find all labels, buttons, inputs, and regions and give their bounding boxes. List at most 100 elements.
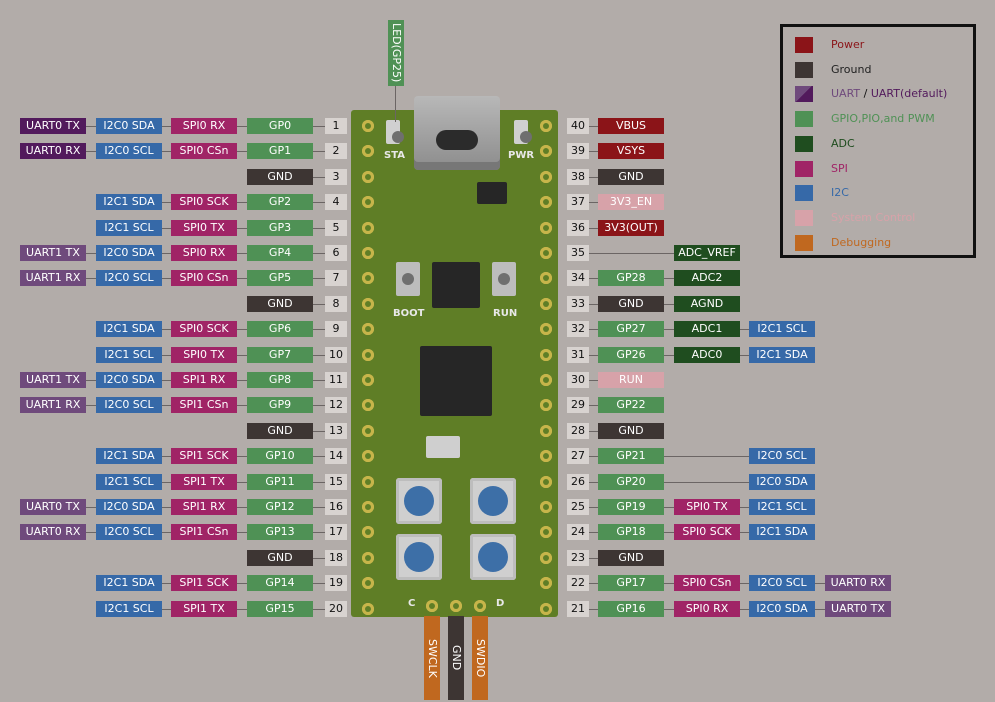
pin-label-i2c1-sda: I2C1 SDA (96, 575, 162, 592)
legend-swatch (795, 160, 813, 177)
pin-number: 34 (567, 270, 589, 287)
pin-number: 16 (325, 499, 347, 515)
pin-pad (540, 120, 552, 132)
pin-number: 1 (325, 118, 347, 134)
pin-label-spi0-rx: SPI0 RX (171, 118, 237, 134)
pin-number: 36 (567, 219, 589, 236)
pin-label-gp12: GP12 (247, 499, 313, 515)
pin-label-gp8: GP8 (247, 372, 313, 388)
pin-label-gnd: GND (598, 295, 664, 312)
legend-separator: / (860, 87, 871, 101)
pin-label-uart0-rx: UART0 RX (20, 143, 86, 160)
pin-pad (540, 170, 552, 183)
silk-c: C (408, 598, 416, 609)
pin-number: 11 (325, 372, 347, 388)
legend-label: Ground (831, 63, 871, 76)
pin-number: 32 (567, 321, 589, 338)
legend-item: Power (795, 37, 965, 53)
pin-label-spi0-rx: SPI0 RX (171, 245, 237, 261)
pin-number: 33 (567, 295, 589, 312)
pin-label-spi1-rx: SPI1 RX (171, 499, 237, 515)
pin-pad (362, 272, 374, 285)
pin-number: 35 (567, 245, 589, 261)
pin-number: 40 (567, 118, 589, 134)
flash-chip (432, 262, 480, 308)
pin-label-i2c0-scl: I2C0 SCL (96, 143, 162, 160)
pin-label-i2c1-sda: I2C1 SDA (96, 321, 162, 338)
run-button[interactable] (492, 262, 516, 296)
sta-led (386, 120, 404, 144)
pin-label-i2c1-scl: I2C1 SCL (96, 346, 162, 363)
pin-number: 18 (325, 549, 347, 566)
pin-label-spi0-tx: SPI0 TX (171, 219, 237, 236)
pin-label-gp20: GP20 (598, 473, 664, 490)
pin-pad (540, 348, 552, 361)
pin-label-i2c0-sda: I2C0 SDA (96, 372, 162, 388)
pin-label-i2c1-scl: I2C1 SCL (96, 473, 162, 490)
pin-label-i2c0-sda: I2C0 SDA (96, 245, 162, 261)
pin-pad (540, 247, 552, 259)
pin-label-spi0-sck: SPI0 SCK (171, 321, 237, 338)
tactile-button-3[interactable] (396, 534, 442, 580)
pin-label-gp27: GP27 (598, 321, 664, 338)
pin-label-gp3: GP3 (247, 219, 313, 236)
pin-label-i2c1-scl: I2C1 SCL (749, 321, 815, 338)
pin-number: 37 (567, 194, 589, 211)
pin-label-spi1-rx: SPI1 RX (171, 372, 237, 388)
pin-label-uart0-rx: UART0 RX (20, 524, 86, 541)
pin-number: 8 (325, 295, 347, 312)
pin-pad (362, 424, 374, 437)
pin-number: 28 (567, 422, 589, 439)
pin-number: 20 (325, 600, 347, 617)
pin-number: 22 (567, 575, 589, 592)
pin-pad (540, 196, 552, 209)
pin-label-spi1-sck: SPI1 SCK (171, 448, 237, 465)
legend-item: ADC (795, 135, 965, 152)
legend-label-text: GPIO,PIO,and PWM (831, 112, 935, 126)
pin-label-gp9: GP9 (247, 397, 313, 414)
pin-label-spi0-csn: SPI0 CSn (171, 143, 237, 160)
tactile-button-4[interactable] (470, 534, 516, 580)
pin-label-i2c1-sda: I2C1 SDA (749, 524, 815, 541)
button-cap (404, 542, 434, 572)
pin-label-spi0-rx: SPI0 RX (674, 600, 740, 617)
pin-label-i2c1-scl: I2C1 SCL (96, 219, 162, 236)
pin-label-spi1-tx: SPI1 TX (171, 600, 237, 617)
pin-label-gp0: GP0 (247, 118, 313, 134)
pin-label-spi0-csn: SPI0 CSn (171, 270, 237, 287)
pin-pad (362, 399, 374, 412)
boot-button[interactable] (396, 262, 420, 296)
led-label: LED(GP25) (388, 20, 404, 86)
pin-number: 26 (567, 473, 589, 490)
pin-label-i2c1-scl: I2C1 SCL (749, 499, 815, 515)
pin-number: 31 (567, 346, 589, 363)
pin-label-i2c0-scl: I2C0 SCL (749, 448, 815, 465)
pin-pad (362, 196, 374, 209)
button-cap (478, 542, 508, 572)
pin-number: 27 (567, 448, 589, 465)
legend-item: UART / UART(default) (795, 86, 965, 103)
pin-pad (540, 399, 552, 412)
pin-pad (362, 475, 374, 488)
legend-swatch (795, 61, 813, 78)
pin-label-uart0-rx: UART0 RX (825, 575, 891, 592)
silk-boot: BOOT (393, 308, 425, 319)
legend-swatch (795, 234, 813, 251)
pin-label-gnd: GND (247, 422, 313, 439)
pin-label-gp6: GP6 (247, 321, 313, 338)
pin-label-gnd: GND (247, 295, 313, 312)
pin-label-i2c1-sda: I2C1 SDA (749, 346, 815, 363)
button-cap (478, 486, 508, 516)
pin-pad (540, 501, 552, 513)
pin-pad (362, 221, 374, 234)
pin-label-i2c0-sda: I2C0 SDA (96, 499, 162, 515)
tactile-button-2[interactable] (470, 478, 516, 524)
pin-label-i2c0-scl: I2C0 SCL (96, 524, 162, 541)
pin-pad (540, 551, 552, 564)
silk-pwr: PWR (508, 150, 535, 161)
pin-label-gp4: GP4 (247, 245, 313, 261)
pin-label-uart1-tx: UART1 TX (20, 372, 86, 388)
pin-label-gp13: GP13 (247, 524, 313, 541)
tactile-button-1[interactable] (396, 478, 442, 524)
